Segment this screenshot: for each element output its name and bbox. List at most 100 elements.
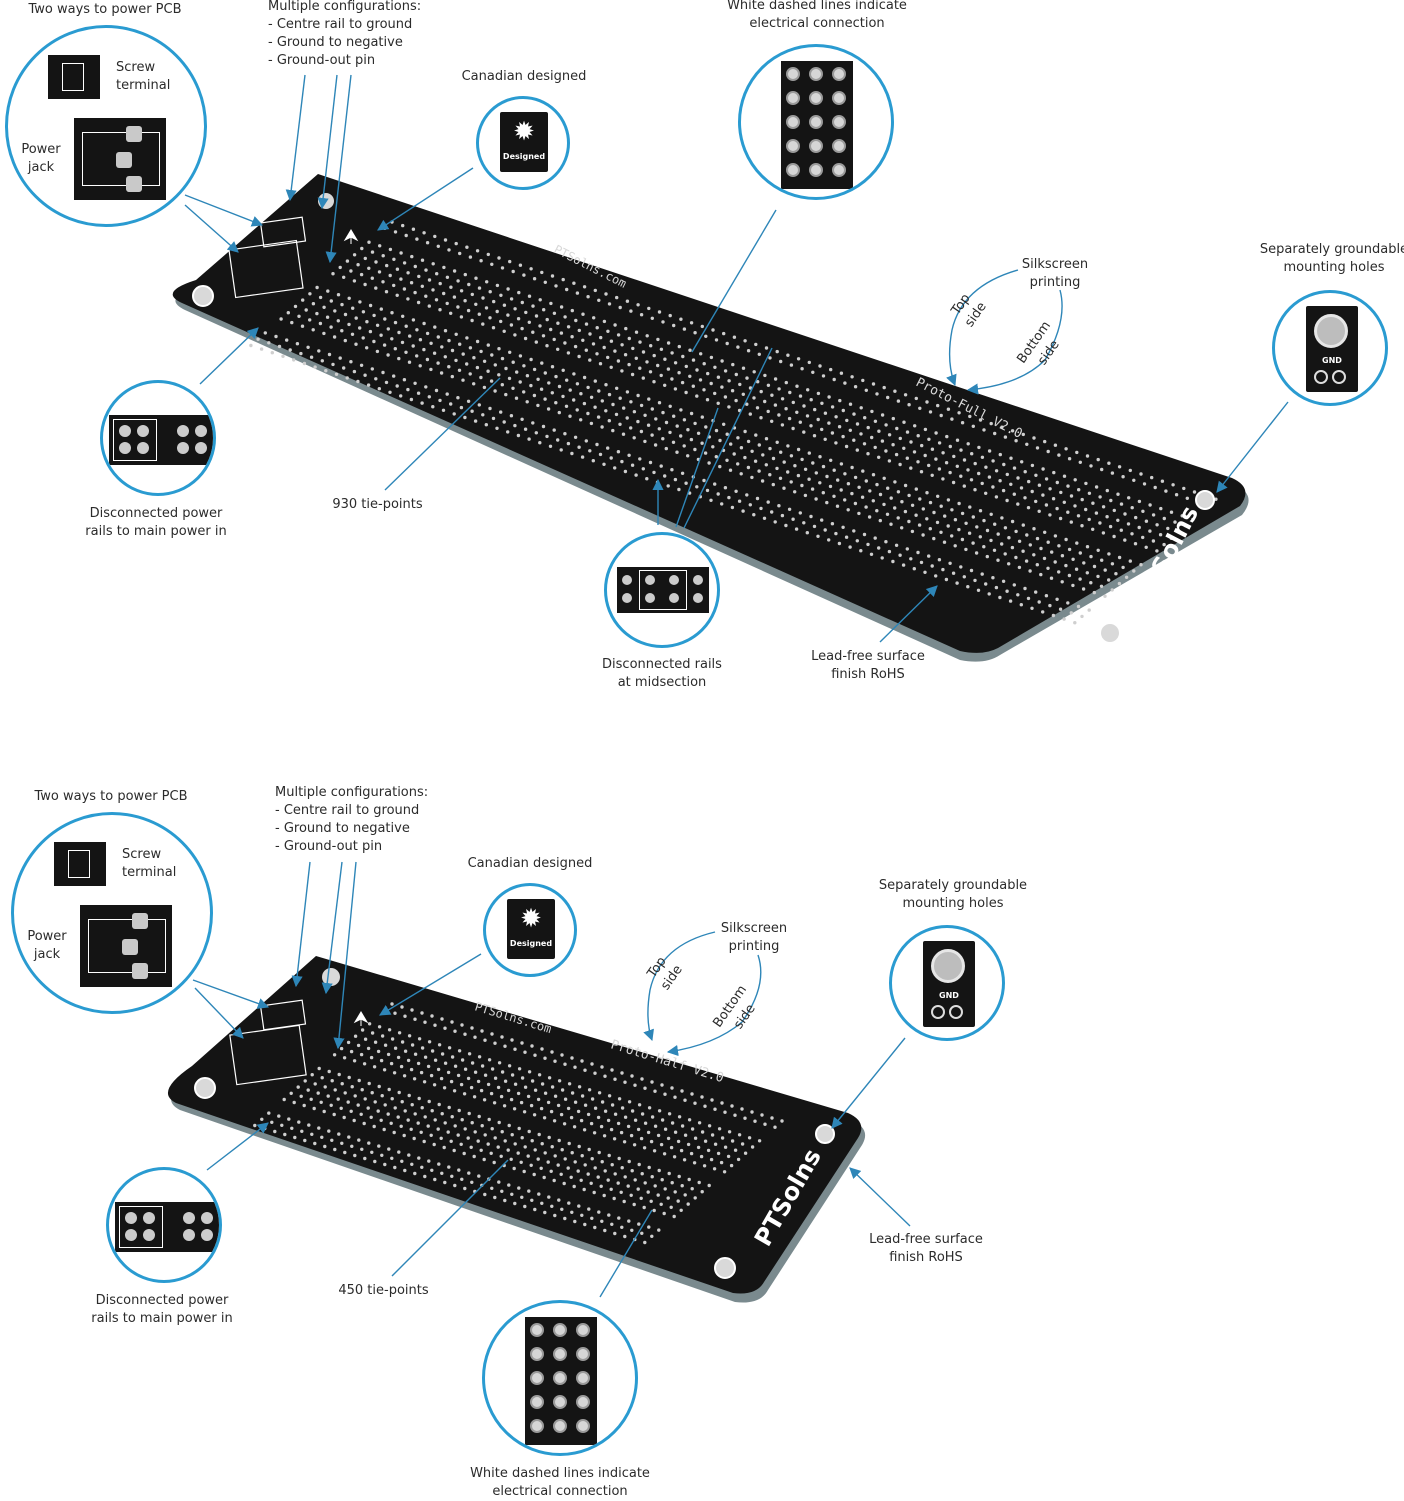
tie-point-hole xyxy=(770,393,774,397)
tie-point-hole xyxy=(652,353,656,358)
tie-point-hole xyxy=(360,1088,364,1092)
tie-point-hole xyxy=(633,1083,637,1087)
tie-point-hole xyxy=(433,1023,437,1027)
tie-point-hole xyxy=(399,251,403,255)
tie-point-hole xyxy=(374,377,378,381)
tie-point-hole xyxy=(827,395,831,399)
tie-point-hole xyxy=(900,526,904,530)
tie-point-hole xyxy=(326,1094,330,1098)
tie-point-hole xyxy=(329,299,333,303)
tie-point-hole xyxy=(349,360,353,364)
tie-point-hole xyxy=(752,396,756,400)
tie-point-hole xyxy=(530,1198,534,1203)
tie-point-hole xyxy=(542,1116,547,1120)
tie-point-hole xyxy=(730,389,735,393)
tie-point-hole xyxy=(591,459,595,463)
tie-point-hole xyxy=(434,298,439,302)
tie-point-hole xyxy=(370,1031,375,1035)
tie-point-hole xyxy=(1058,607,1063,611)
tie-point-hole xyxy=(829,367,833,372)
tie-point-hole xyxy=(427,278,432,282)
tie-point-hole xyxy=(520,1195,524,1200)
tie-point-hole xyxy=(800,367,804,371)
tie-point-hole xyxy=(753,1119,757,1123)
tie-point-hole xyxy=(762,516,767,520)
tie-point-hole xyxy=(878,492,883,497)
tie-point-hole xyxy=(985,528,990,533)
tie-point-hole xyxy=(1037,509,1041,513)
tie-point-hole xyxy=(333,309,337,313)
tie-point-hole xyxy=(912,567,916,571)
tie-point-hole xyxy=(976,588,981,592)
tie-point-hole xyxy=(470,1026,474,1030)
tie-point-hole xyxy=(992,548,997,552)
tie-point-hole xyxy=(256,337,260,341)
tie-point-hole xyxy=(1030,489,1034,494)
tie-point-hole xyxy=(489,379,494,383)
tie-point-hole xyxy=(353,1153,357,1158)
tie-point-hole xyxy=(714,338,719,342)
tie-point-hole xyxy=(1023,586,1027,591)
half-label-mounting: Separately groundable mounting holes xyxy=(878,878,1028,911)
tie-point-hole xyxy=(825,474,829,479)
tie-point-hole xyxy=(477,1114,481,1119)
tie-point-hole xyxy=(700,1130,705,1134)
tie-point-hole xyxy=(802,521,806,525)
tie-point-hole xyxy=(420,401,424,405)
tie-point-hole xyxy=(452,269,457,273)
tie-point-hole xyxy=(676,1199,680,1203)
tie-point-hole xyxy=(613,1172,617,1176)
lead-config-2 xyxy=(317,74,338,210)
tie-point-hole xyxy=(317,349,321,353)
tie-point-hole xyxy=(1001,488,1006,493)
tie-point-hole xyxy=(600,1219,604,1224)
tie-point-hole xyxy=(660,1178,664,1182)
tie-point-hole xyxy=(493,1136,497,1140)
tie-point-hole xyxy=(645,360,649,364)
tie-point-hole xyxy=(944,577,949,582)
tie-point-hole xyxy=(489,1091,494,1096)
tie-point-hole xyxy=(935,520,940,525)
tie-point-hole xyxy=(737,499,742,503)
tie-point-hole xyxy=(750,1145,755,1149)
pad-hole xyxy=(576,1347,590,1361)
tie-point-hole xyxy=(308,292,312,296)
tie-point-hole xyxy=(710,1098,714,1102)
tie-point-hole xyxy=(844,444,849,449)
tie-point-hole xyxy=(384,380,389,385)
tie-point-hole xyxy=(434,388,439,393)
tie-point-hole xyxy=(507,376,512,381)
tie-point-hole xyxy=(778,476,783,480)
tie-point-hole xyxy=(616,359,621,363)
tie-point-hole xyxy=(449,1079,454,1084)
full-mount-hole-left xyxy=(192,285,214,307)
tie-point-hole xyxy=(520,300,524,305)
tie-point-hole xyxy=(878,518,882,523)
tie-point-hole xyxy=(379,1058,384,1063)
tie-point-hole xyxy=(739,472,743,476)
half-mount-hole-right xyxy=(815,1124,835,1144)
tie-point-hole xyxy=(873,536,877,540)
tie-point-hole xyxy=(402,1133,406,1138)
tie-point-hole xyxy=(459,1082,464,1087)
full-gnd-via-1 xyxy=(1314,370,1328,384)
tie-point-hole xyxy=(666,1136,671,1141)
tie-point-hole xyxy=(302,361,307,366)
tie-point-hole xyxy=(482,1157,486,1162)
half-label-silkscreen: Silkscreen printing xyxy=(720,921,788,954)
tie-point-hole xyxy=(487,1117,491,1122)
tie-point-hole xyxy=(575,408,579,412)
tie-point-hole xyxy=(388,273,392,278)
tie-point-hole xyxy=(410,1162,414,1167)
tie-point-hole xyxy=(630,1074,634,1078)
tie-point-hole xyxy=(588,358,592,362)
tie-point-hole xyxy=(889,496,893,500)
tie-point-hole xyxy=(754,342,758,347)
pad-hole xyxy=(809,139,823,153)
tie-point-hole xyxy=(523,427,528,431)
tie-point-hole xyxy=(599,1124,604,1129)
tie-point-hole xyxy=(536,1157,540,1161)
tie-point-hole xyxy=(770,510,774,514)
tie-point-hole xyxy=(697,1180,701,1185)
